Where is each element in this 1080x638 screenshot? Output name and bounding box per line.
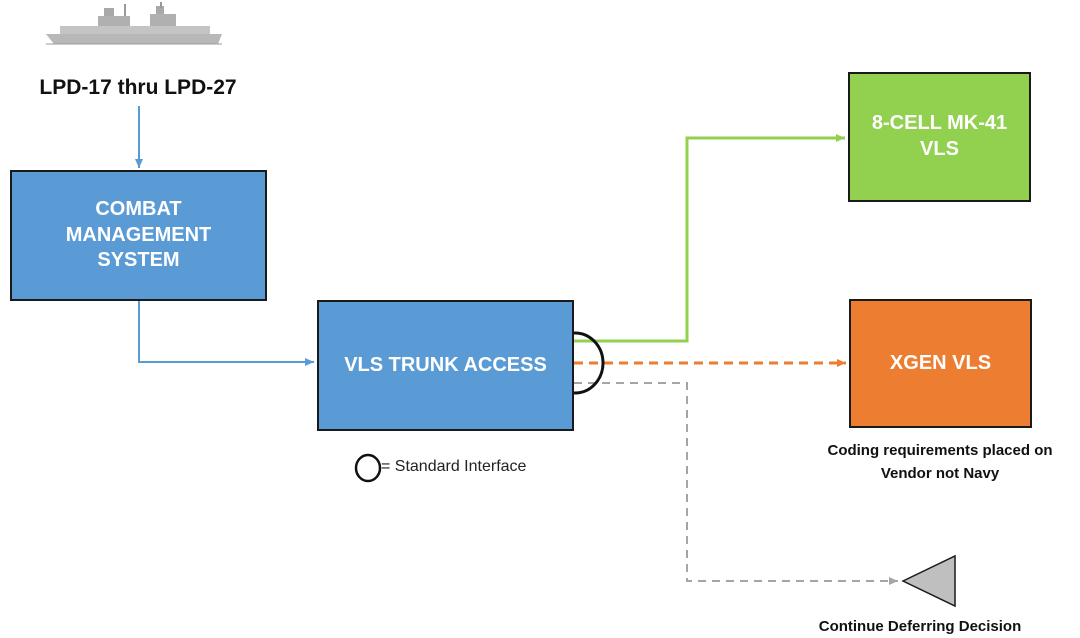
combat-management-system-box: COMBAT MANAGEMENT SYSTEM	[10, 170, 267, 301]
triangle-icon	[901, 554, 956, 608]
legend-text: = Standard Interface	[381, 458, 527, 475]
connector-cms-to-trunk	[138, 301, 314, 366]
ship-silhouette-icon	[46, 2, 222, 45]
xgen-vls-label: XGEN VLS	[889, 351, 992, 374]
ship-label: LPD-17 thru LPD-27	[39, 76, 237, 99]
connector-trunk-to-mk41	[574, 134, 845, 343]
mk41-vls-box: 8-CELL MK-41 VLS	[848, 72, 1031, 202]
mk41-vls-label: 8-CELL MK-41 VLS	[871, 112, 1008, 160]
circle-icon	[354, 453, 382, 483]
combat-management-system-label: COMBAT MANAGEMENT SYSTEM	[65, 198, 212, 272]
xgen-vls-box: XGEN VLS	[849, 299, 1032, 428]
defer-label: Continue Deferring Decision	[818, 618, 1022, 635]
connector-trunk-to-defer	[574, 382, 898, 585]
vls-trunk-access-box: VLS TRUNK ACCESS	[317, 300, 574, 431]
xgen-note: Coding requirements placed on Vendor not…	[827, 442, 1053, 482]
vls-trunk-access-label: VLS TRUNK ACCESS	[344, 353, 547, 376]
